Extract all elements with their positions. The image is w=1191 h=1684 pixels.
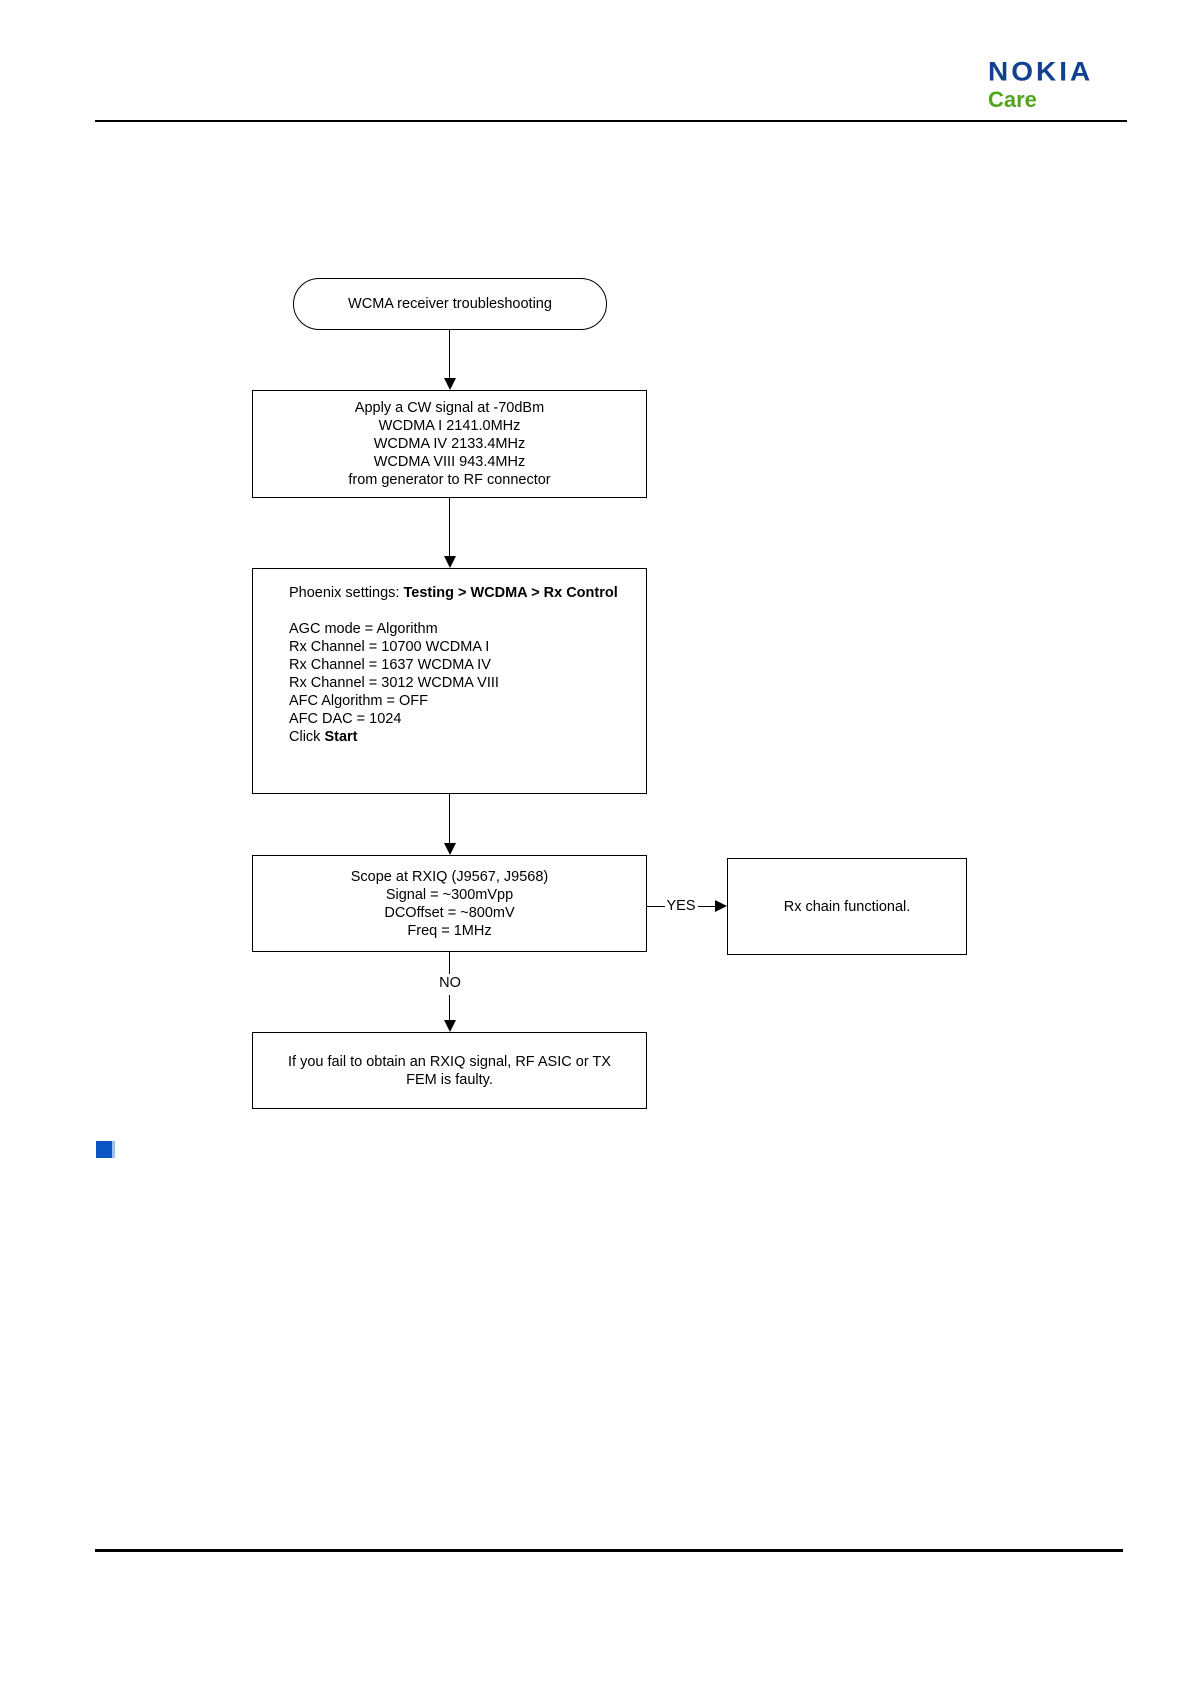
blank-line (289, 602, 636, 620)
flow-start-node: WCMA receiver troubleshooting (293, 278, 607, 330)
flow-box-apply-signal: Apply a CW signal at -70dBm WCDMA I 2141… (252, 390, 647, 498)
phoenix-setting-line: Rx Channel = 10700 WCDMA I (289, 639, 490, 655)
arrow-down-icon (444, 556, 456, 568)
phoenix-setting-line: Rx Channel = 3012 WCDMA VIII (289, 675, 499, 691)
arrow-down-icon (444, 843, 456, 855)
flow-box-phoenix-settings: Phoenix settings: Testing > WCDMA > Rx C… (252, 568, 647, 794)
header-divider (95, 120, 1127, 122)
connector-line (647, 905, 665, 907)
phoenix-setting-line: Rx Channel = 1637 WCDMA IV (289, 657, 491, 673)
flow-box-scope-rxiq: Scope at RXIQ (J9567, J9568) Signal = ~3… (252, 855, 647, 952)
failure-line: FEM is faulty. (406, 1071, 493, 1088)
scope-line: Freq = 1MHz (407, 922, 492, 939)
scope-line: Signal = ~300mVpp (385, 886, 514, 903)
no-branch-label: NO (439, 975, 461, 991)
flow-box-rx-chain-functional: Rx chain functional. (727, 858, 967, 955)
flow-box-rxiq-failure: If you fail to obtain an RXIQ signal, RF… (252, 1032, 647, 1109)
care-logo-text: Care (988, 87, 1037, 112)
footer-divider (95, 1549, 1123, 1552)
apply-signal-line: from generator to RF connector (348, 472, 551, 488)
apply-signal-line: WCDMA I 2141.0MHz (378, 418, 521, 434)
yes-branch-connector: YES (647, 897, 728, 915)
phoenix-menu-path: Testing > WCDMA > Rx Control (403, 585, 618, 601)
phoenix-setting-line: AFC DAC = 1024 (289, 711, 402, 727)
phoenix-setting-line: AGC mode = Algorithm (289, 621, 438, 637)
nokia-logo-text: NOKIA (988, 56, 1094, 87)
phoenix-setting-line: AFC Algorithm = OFF (289, 693, 428, 709)
apply-signal-line: Apply a CW signal at -70dBm (354, 400, 545, 416)
scope-line: DCOffset = ~800mV (384, 904, 515, 921)
arrow-right-icon (715, 900, 728, 912)
flow-start-label: WCMA receiver troubleshooting (348, 296, 552, 312)
rx-chain-functional-label: Rx chain functional. (783, 898, 911, 915)
phoenix-settings-prefix: Phoenix settings: (289, 585, 404, 601)
connector-line (697, 905, 716, 907)
scope-line: Scope at RXIQ (J9567, J9568) (350, 868, 549, 885)
connector-line (449, 952, 450, 974)
phoenix-click-line: Click Start (289, 728, 636, 746)
yes-branch-label: YES (666, 898, 696, 914)
apply-signal-line: WCDMA IV 2133.4MHz (373, 436, 526, 452)
connector-line (449, 995, 450, 1020)
nokia-care-logo: NOKIA Care (988, 58, 1093, 111)
failure-line: If you fail to obtain an RXIQ signal, RF… (288, 1053, 611, 1070)
click-prefix: Click (289, 729, 325, 745)
connector-line (449, 498, 450, 556)
connector-line (449, 330, 450, 378)
note-marker-icon (96, 1141, 115, 1158)
click-action: Start (324, 729, 358, 745)
apply-signal-line: WCDMA VIII 943.4MHz (373, 454, 526, 470)
arrow-down-icon (444, 378, 456, 390)
arrow-down-icon (444, 1020, 456, 1032)
phoenix-settings-title: Phoenix settings: Testing > WCDMA > Rx C… (289, 584, 636, 602)
connector-line (449, 794, 450, 843)
